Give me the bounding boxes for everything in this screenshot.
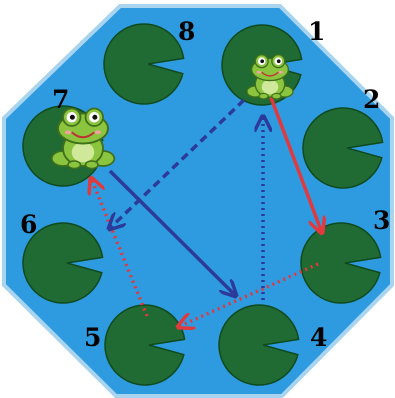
jump-arrow-5-to-7	[91, 178, 149, 317]
pond	[2, 4, 394, 398]
lily-pad-4	[218, 304, 300, 386]
lily-pad-8	[103, 23, 185, 105]
pad-number-label: 4	[310, 323, 327, 352]
pad-number-label: 2	[363, 85, 380, 114]
pad-number-label: 5	[84, 323, 101, 352]
frog-on-pad-7-icon	[50, 107, 116, 170]
pad-number-label: 3	[373, 206, 390, 235]
jump-arrow-1-to-6	[109, 98, 246, 229]
lily-pad-3	[300, 222, 382, 304]
jump-arrow-3-to-5	[178, 262, 319, 327]
lily-pad-2	[302, 107, 384, 189]
pad-number-label: 6	[20, 210, 37, 239]
pad-number-label: 7	[52, 85, 69, 114]
frog-on-pad-1-icon	[246, 54, 294, 100]
lily-pad-6	[22, 222, 104, 304]
pad-number-label: 1	[308, 17, 325, 46]
lily-pad-5	[104, 304, 186, 386]
jump-arrow-7-to-4	[108, 169, 236, 296]
jump-arrow-1-to-3	[268, 94, 322, 233]
pad-number-label: 8	[178, 17, 195, 46]
